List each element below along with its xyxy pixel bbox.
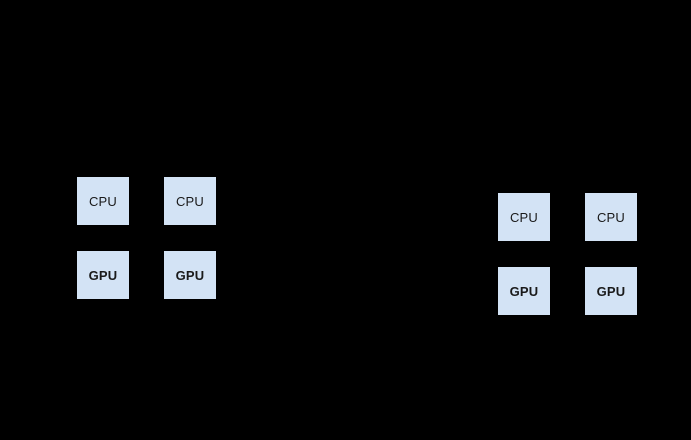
node-box-cpu[interactable]: CPU [164, 177, 216, 225]
node-label: CPU [175, 193, 205, 209]
node-label: GPU [509, 283, 539, 299]
node-label: GPU [596, 283, 626, 299]
node-box-gpu[interactable]: GPU [77, 251, 129, 299]
node-label: CPU [596, 209, 626, 225]
node-box-gpu[interactable]: GPU [498, 267, 550, 315]
node-box-cpu[interactable]: CPU [77, 177, 129, 225]
node-box-cpu[interactable]: CPU [585, 193, 637, 241]
node-label: CPU [88, 193, 118, 209]
node-box-gpu[interactable]: GPU [164, 251, 216, 299]
node-box-cpu[interactable]: CPU [498, 193, 550, 241]
node-label: CPU [509, 209, 539, 225]
node-box-gpu[interactable]: GPU [585, 267, 637, 315]
node-label: GPU [88, 267, 118, 283]
node-label: GPU [175, 267, 205, 283]
